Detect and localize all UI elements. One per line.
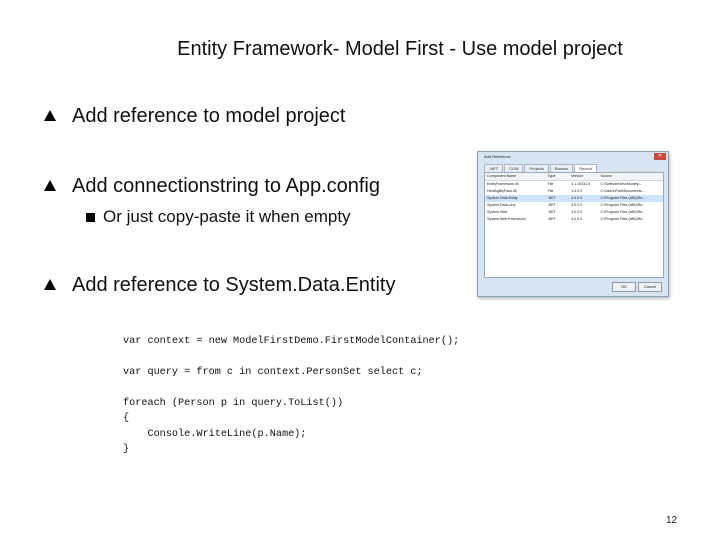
code-line: var context = new ModelFirstDemo.FirstMo… [123, 335, 460, 347]
cell: .NET [547, 210, 556, 214]
list-item: System.Data.Linq .NET 4.0.0.0 C:\Program… [485, 202, 663, 209]
code-line: Console.WriteLine(p.Name); [123, 428, 307, 440]
tab-recent: Recent [574, 164, 597, 172]
list-item: System.Web .NET 4.0.0.0 C:\Program Files… [485, 209, 663, 216]
page-number: 12 [666, 515, 678, 526]
cell: File [547, 182, 554, 186]
ok-button: OK [612, 282, 636, 292]
cell: C:\Program Files (x86)\Re... [600, 210, 646, 214]
triangle-bullet-icon [44, 279, 56, 290]
cell: 4.0.0.0 [571, 203, 583, 207]
reference-list: Component Name Type Version Source Entit… [484, 172, 664, 278]
code-line: } [123, 444, 130, 455]
cell: C:\Program Files (x86)\Re... [600, 196, 646, 200]
tab-projects: Projects [524, 164, 549, 172]
code-line: ​ [123, 380, 459, 396]
column-header: Version [571, 174, 584, 178]
code-line: ​ [123, 349, 459, 365]
cell: .NET [547, 196, 556, 200]
cell: 1.4.0.0 [571, 189, 583, 193]
dialog-title: Add Reference [484, 154, 511, 159]
tab-browse: Browse [549, 164, 574, 172]
cell: 4.0.0.0 [571, 210, 583, 214]
tab-com: COM [504, 164, 524, 172]
column-header: Component Name [487, 174, 517, 178]
bullet-text: Add connectionstring to App.config [72, 175, 380, 197]
bullet-add-system-data-entity: Add reference to System.Data.Entity [44, 274, 396, 297]
cell: C:\Program Files (x86)\Re... [600, 203, 646, 207]
list-header: Component Name Type Version Source [485, 173, 663, 181]
cell: .NET [547, 203, 556, 207]
slide-title: Entity Framework- Model First - Use mode… [177, 38, 623, 60]
tab-net: .NET [484, 164, 504, 172]
cell: 4.1.10331.0 [571, 182, 591, 186]
list-item: EntityFramework.dll File 4.1.10331.0 C:\… [485, 181, 663, 188]
add-reference-dialog-screenshot: Add Reference ✕ .NET COM Projects Browse… [477, 151, 669, 297]
sub-bullet-copy-paste: Or just copy-paste it when empty [86, 207, 351, 227]
code-line: { [123, 413, 130, 424]
cell: System.Data.Entity [487, 196, 518, 200]
column-header: Type [547, 174, 556, 178]
cell: System.Web.Extensions [487, 217, 526, 221]
cell: C:\Users\Paul\Documents... [600, 189, 645, 193]
list-item: System.Web.Extensions .NET 4.0.0.0 C:\Pr… [485, 216, 663, 223]
triangle-bullet-icon [44, 180, 56, 191]
cell: System.Web [487, 210, 508, 214]
cell: HtmlAgilityPack.dll [487, 189, 517, 193]
cell: File [547, 189, 554, 193]
cell: EntityFramework.dll [487, 182, 519, 186]
bullet-text: Add reference to System.Data.Entity [72, 274, 396, 296]
column-header: Source [600, 174, 612, 178]
cell: 4.0.0.0 [571, 217, 583, 221]
cell: .NET [547, 217, 556, 221]
list-item: HtmlAgilityPack.dll File 1.4.0.0 C:\User… [485, 188, 663, 195]
cell: C:\Software\MvcMovie\p... [600, 182, 643, 186]
triangle-bullet-icon [44, 110, 56, 121]
cell: System.Data.Linq [487, 203, 516, 207]
close-icon: ✕ [654, 153, 666, 160]
code-line: foreach (Person p in query.ToList()) [123, 397, 344, 409]
cancel-button: Cancel [638, 282, 662, 292]
sub-bullet-text: Or just copy-paste it when empty [103, 207, 351, 226]
square-bullet-icon [86, 212, 95, 222]
list-item-selected: System.Data.Entity .NET 4.0.0.0 C:\Progr… [485, 195, 663, 202]
code-line: var query = from c in context.PersonSet … [123, 366, 423, 378]
bullet-add-model-reference: Add reference to model project [44, 105, 346, 128]
bullet-text: Add reference to model project [72, 105, 346, 127]
cell: 4.0.0.0 [571, 196, 583, 200]
dialog-tabs: .NET COM Projects Browse Recent [484, 164, 598, 172]
bullet-add-connectionstring: Add connectionstring to App.config [44, 175, 380, 198]
code-block: var context = new ModelFirstDemo.FirstMo… [123, 318, 459, 473]
cell: C:\Program Files (x86)\Re... [600, 217, 646, 221]
